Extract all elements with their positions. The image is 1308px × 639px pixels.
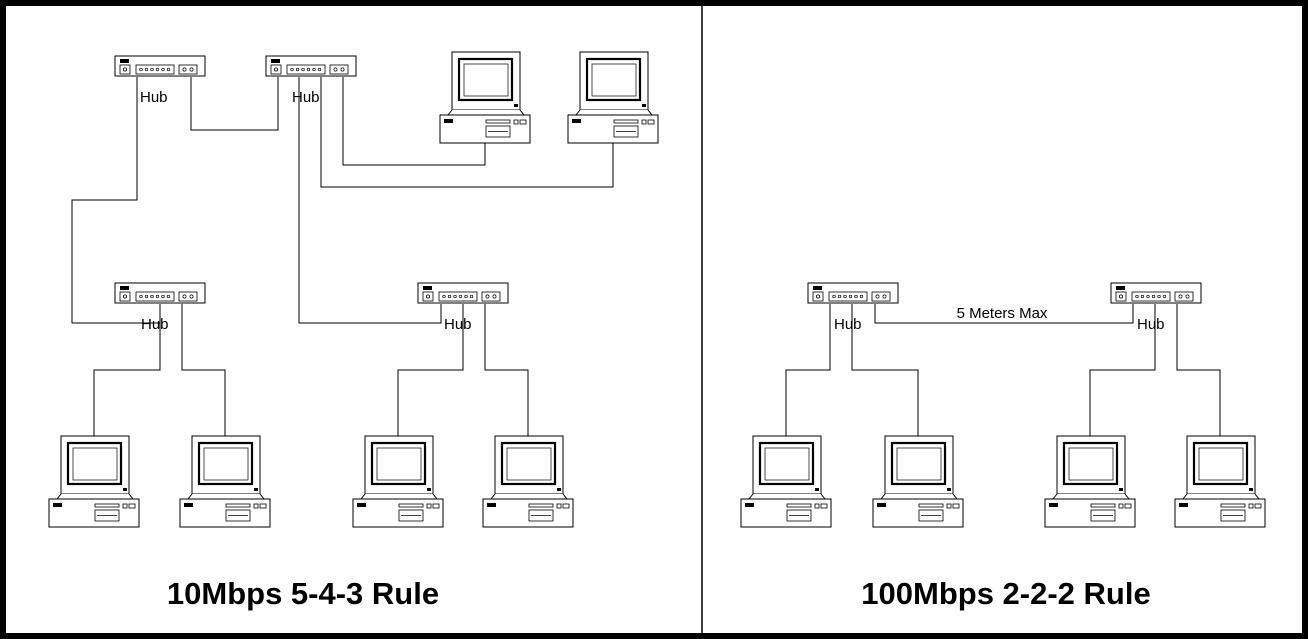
wire-hub2-pc-top2 xyxy=(320,77,614,188)
hub-label: Hub xyxy=(141,316,169,333)
link-length-label: 5 Meters Max xyxy=(957,305,1048,322)
desktop-computer-icon xyxy=(481,434,575,529)
desktop-computer-icon xyxy=(351,434,445,529)
wire-hub4-pc4 xyxy=(484,304,529,436)
hub-label: Hub xyxy=(834,316,862,333)
desktop-computer-icon xyxy=(178,434,272,529)
desktop-computer-icon xyxy=(566,50,660,145)
wire-hub2-pc-top1 xyxy=(342,77,486,166)
desktop-computer-icon xyxy=(438,50,532,145)
hub-icon xyxy=(417,282,509,304)
wire-hub6-pc7 xyxy=(1089,304,1156,436)
desktop-computer-icon xyxy=(871,434,965,529)
wire-hub5-pc6 xyxy=(851,304,919,436)
hub-label: Hub xyxy=(444,316,472,333)
hub-icon xyxy=(114,55,206,77)
desktop-computer-icon xyxy=(47,434,141,529)
desktop-computer-icon xyxy=(1173,434,1267,529)
hub-label: Hub xyxy=(140,89,168,106)
wire-hub6-pc8 xyxy=(1176,304,1221,436)
hub-label: Hub xyxy=(292,89,320,106)
wire-hub-hub-5m xyxy=(874,304,1134,324)
panel-title: 10Mbps 5-4-3 Rule xyxy=(167,576,439,611)
wire-hub3-pc2 xyxy=(181,304,226,436)
desktop-computer-icon xyxy=(739,434,833,529)
hub-icon xyxy=(807,282,899,304)
panel-title: 100Mbps 2-2-2 Rule xyxy=(861,576,1150,611)
wire-hub1-hub2 xyxy=(190,77,279,131)
wire-hub2-hub4 xyxy=(298,77,442,324)
hub-icon xyxy=(114,282,206,304)
hub-label: Hub xyxy=(1137,316,1165,333)
panel-10mbps: Hub Hub Hub Hub 10Mbps 5-4-3 Rule xyxy=(47,50,660,611)
hub-icon xyxy=(1110,282,1202,304)
wire-hub5-pc5 xyxy=(785,304,831,436)
hub-icon xyxy=(265,55,357,77)
panel-100mbps: Hub Hub 5 Meters Max 100Mbps 2-2-2 Rule xyxy=(739,282,1267,611)
wire-hub3-pc1 xyxy=(93,304,161,436)
wire-hub4-pc3 xyxy=(397,304,464,436)
desktop-computer-icon xyxy=(1043,434,1137,529)
